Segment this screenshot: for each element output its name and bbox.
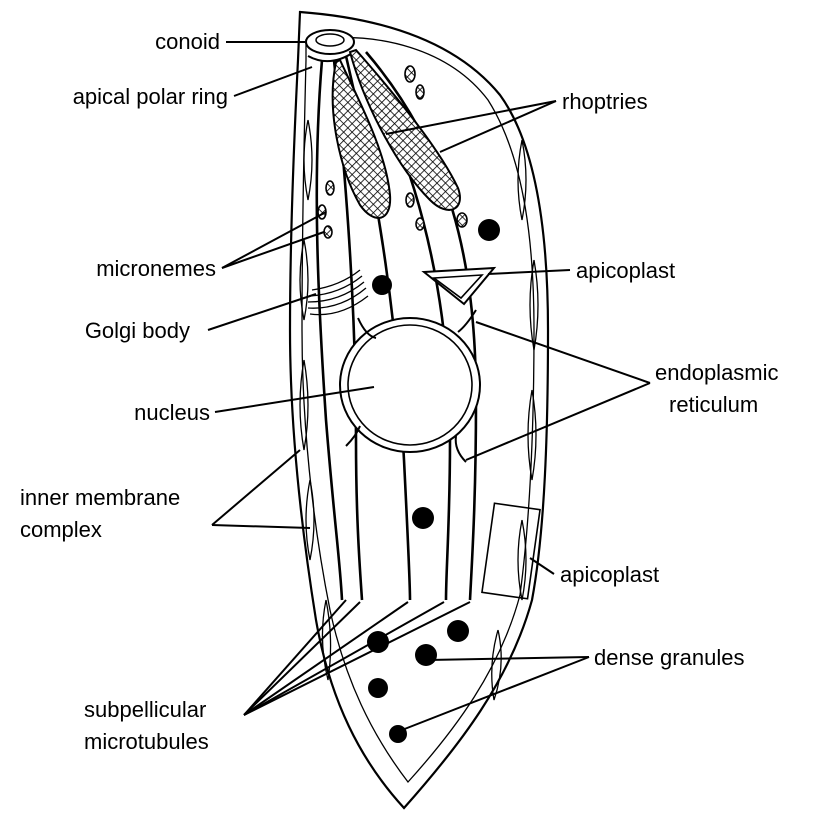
label-nucleus: nucleus (134, 400, 210, 425)
label-apical-polar-ring: apical polar ring (73, 84, 228, 109)
label-conoid: conoid (155, 29, 220, 54)
apicoplast-organelle (424, 268, 494, 304)
nucleus-er (340, 310, 480, 462)
label-apicoplast-bottom: apicoplast (560, 562, 659, 587)
er-arm-3 (346, 426, 360, 446)
label-apicoplast-top: apicoplast (576, 258, 675, 283)
label-inner-membrane: inner membrane (20, 485, 180, 510)
label-endoplasmic: endoplasmic (655, 360, 779, 385)
label-rhoptries: rhoptries (562, 89, 648, 114)
label-complex: complex (20, 517, 102, 542)
apicoplast-box (482, 503, 540, 599)
label-microtubules: microtubules (84, 729, 209, 754)
label-dense-granules: dense granules (594, 645, 744, 670)
er-arm-4 (456, 436, 466, 462)
label-micronemes: micronemes (96, 256, 216, 281)
golgi-body (308, 270, 368, 315)
nucleus-outer (340, 318, 480, 452)
label-golgi-body: Golgi body (85, 318, 190, 343)
dense-granules (367, 219, 500, 743)
label-subpellicular: subpellicular (84, 697, 206, 722)
label-reticulum: reticulum (669, 392, 758, 417)
